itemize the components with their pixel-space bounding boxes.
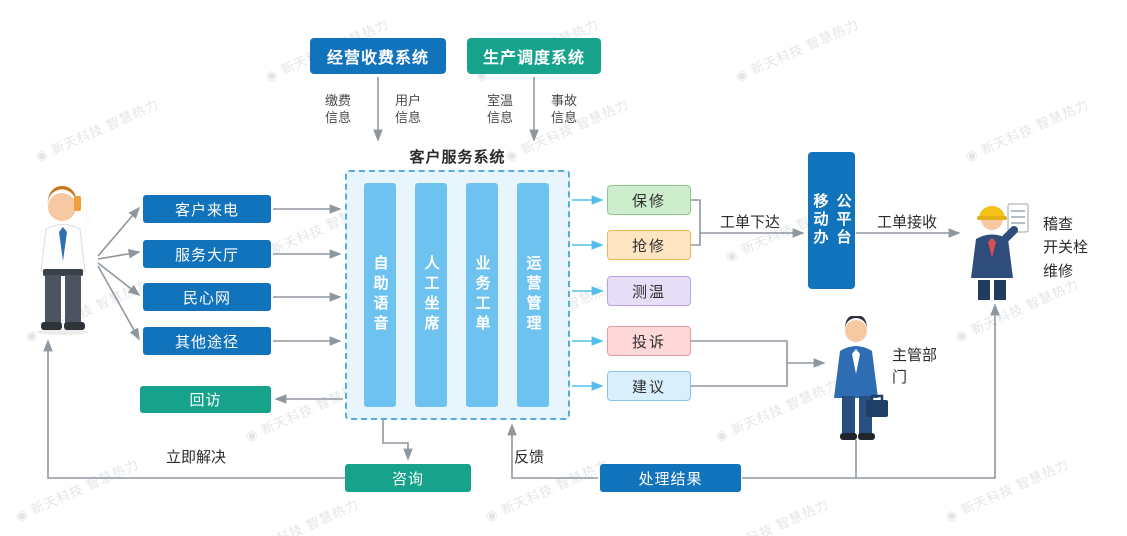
- service-temp-measure: 测温: [607, 276, 691, 306]
- module-label: 运营管理: [524, 255, 542, 335]
- worker-figure-icon: [971, 203, 1029, 300]
- customer-figure: [26, 183, 100, 340]
- channel-minxin-web: 民心网: [143, 283, 271, 311]
- module-operation-mgmt: 运营管理: [517, 183, 549, 407]
- process-result-box: 处理结果: [600, 464, 741, 492]
- supervisor-figure: [826, 315, 888, 447]
- module-work-order: 业务工单: [466, 183, 498, 407]
- mobile-office-platform-label: 移动办公平台: [811, 192, 852, 247]
- resolve-now-label: 立即解决: [166, 449, 227, 466]
- accident-info-label: 事故 信息: [550, 93, 577, 125]
- payment-info-label: 缴费 信息: [324, 93, 351, 125]
- service-emergency-repair: 抢修: [607, 230, 691, 260]
- order-dispatch-label: 工单下达: [719, 214, 780, 231]
- service-suggestion: 建议: [607, 371, 691, 401]
- supervisor-figure-icon: [834, 315, 888, 440]
- channel-customer-call: 客户来电: [143, 195, 271, 223]
- dispatch-system-box: 生产调度系统: [467, 38, 601, 74]
- user-info-label: 用户 信息: [394, 93, 421, 125]
- mobile-office-platform-box: 移动办公平台: [808, 152, 855, 289]
- channel-other: 其他途径: [143, 327, 271, 355]
- order-receive-label: 工单接收: [876, 214, 937, 231]
- customer-service-system-title: 客户服务系统: [409, 149, 506, 166]
- module-agent-seat: 人工坐席: [415, 183, 447, 407]
- channel-service-hall: 服务大厅: [143, 240, 271, 268]
- module-self-service-voice: 自助语音: [364, 183, 396, 407]
- service-complaint: 投诉: [607, 326, 691, 356]
- module-label: 人工坐席: [422, 255, 440, 335]
- module-label: 业务工单: [473, 255, 491, 335]
- worker-tasks-label: 稽查 开关栓 维修: [1043, 216, 1089, 280]
- room-temp-info-label: 室温 信息: [486, 93, 513, 125]
- billing-system-box: 经营收费系统: [310, 38, 446, 74]
- worker-figure: [964, 198, 1036, 307]
- supervisor-dept-label: 主管部 门: [892, 347, 938, 386]
- callback-box: 回访: [140, 386, 271, 413]
- module-label: 自助语音: [371, 255, 389, 335]
- service-warranty-repair: 保修: [607, 185, 691, 215]
- consult-box: 咨询: [345, 464, 471, 492]
- customer-figure-icon: [37, 186, 91, 335]
- feedback-label: 反馈: [514, 449, 545, 466]
